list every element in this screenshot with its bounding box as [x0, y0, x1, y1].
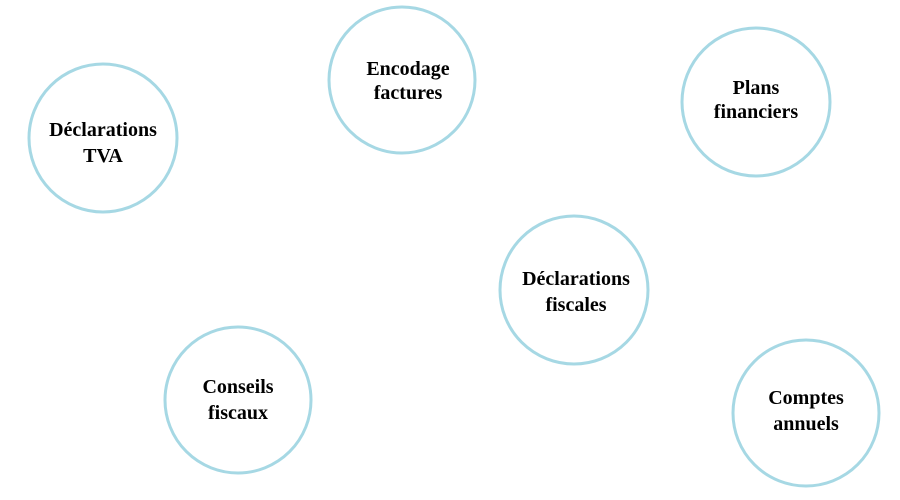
- bubble-label-line: financiers: [714, 101, 799, 123]
- bubble-circle: [163, 325, 313, 475]
- bubble-label-line: Conseils: [202, 376, 273, 398]
- bubble-label-line: Déclarations: [49, 119, 157, 141]
- bubble-comptes-annuels: Comptes annuels: [731, 338, 881, 488]
- bubble-circle: [327, 5, 477, 155]
- bubble-label-line: Plans: [733, 77, 780, 99]
- bubble-circle: [680, 26, 832, 178]
- bubble-label-line: Déclarations: [522, 268, 630, 290]
- bubble-label-line: annuels: [773, 413, 839, 435]
- bubble-label-line: fiscales: [545, 294, 606, 316]
- bubble-label-line: factures: [374, 82, 443, 104]
- bubble-label-line: Encodage: [366, 58, 449, 80]
- bubble-circle: [27, 62, 179, 214]
- bubble-circle: [498, 214, 650, 366]
- bubble-declarations-fiscales: Déclarations fiscales: [498, 214, 650, 366]
- bubble-label-line: TVA: [83, 145, 123, 167]
- bubble-label-line: Comptes: [768, 387, 844, 409]
- bubble-conseils-fiscaux: Conseils fiscaux: [163, 325, 313, 475]
- bubble-label-line: fiscaux: [208, 402, 268, 424]
- bubble-circle: [731, 338, 881, 488]
